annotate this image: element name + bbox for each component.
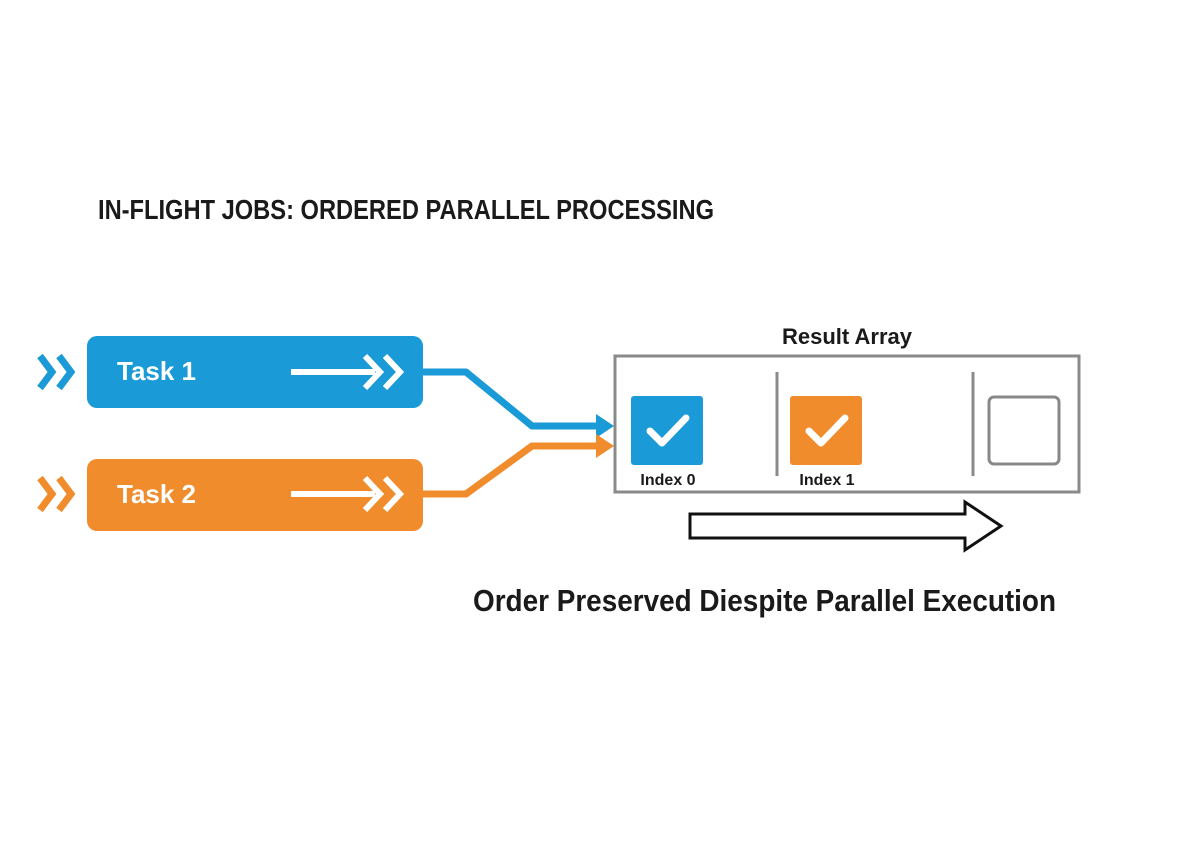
task-1-label: Task 1 [117, 356, 196, 386]
slot-0-label: Index 0 [640, 472, 695, 489]
task-2-connector [423, 434, 614, 498]
outline-arrow-right-icon [688, 499, 1004, 553]
checkmark-icon [805, 414, 849, 447]
arrowhead-icon [596, 434, 614, 458]
task-2-box [87, 459, 423, 531]
result-slot-2 [987, 395, 1061, 466]
task-1-connector [423, 368, 614, 438]
checkmark-icon [646, 414, 690, 447]
slot-1-box [790, 396, 862, 465]
slot-0-box [631, 396, 703, 465]
result-array-container [613, 354, 1081, 494]
task-1-row: Task 1 [37, 336, 423, 408]
result-array-label: Result Array [782, 324, 913, 349]
task-2-label: Task 2 [117, 479, 196, 509]
task-1-box [87, 336, 423, 408]
slot-1-label: Index 1 [799, 472, 854, 489]
long-arrow-right-icon [291, 353, 405, 391]
result-slot-0: Index 0 [631, 396, 703, 489]
double-chevron-right-icon [37, 475, 76, 513]
double-chevron-right-icon [37, 353, 76, 391]
arrowhead-icon [596, 414, 614, 438]
task-2-row: Task 2 [37, 459, 423, 531]
page-title: IN-FLIGHT JOBS: ORDERED PARALLEL PROCESS… [98, 194, 714, 225]
caption: Order Preserved Diespite Parallel Execut… [473, 583, 1056, 618]
result-slot-1: Index 1 [790, 396, 862, 489]
long-arrow-right-icon [291, 475, 405, 513]
slot-2-empty-box [987, 395, 1061, 466]
